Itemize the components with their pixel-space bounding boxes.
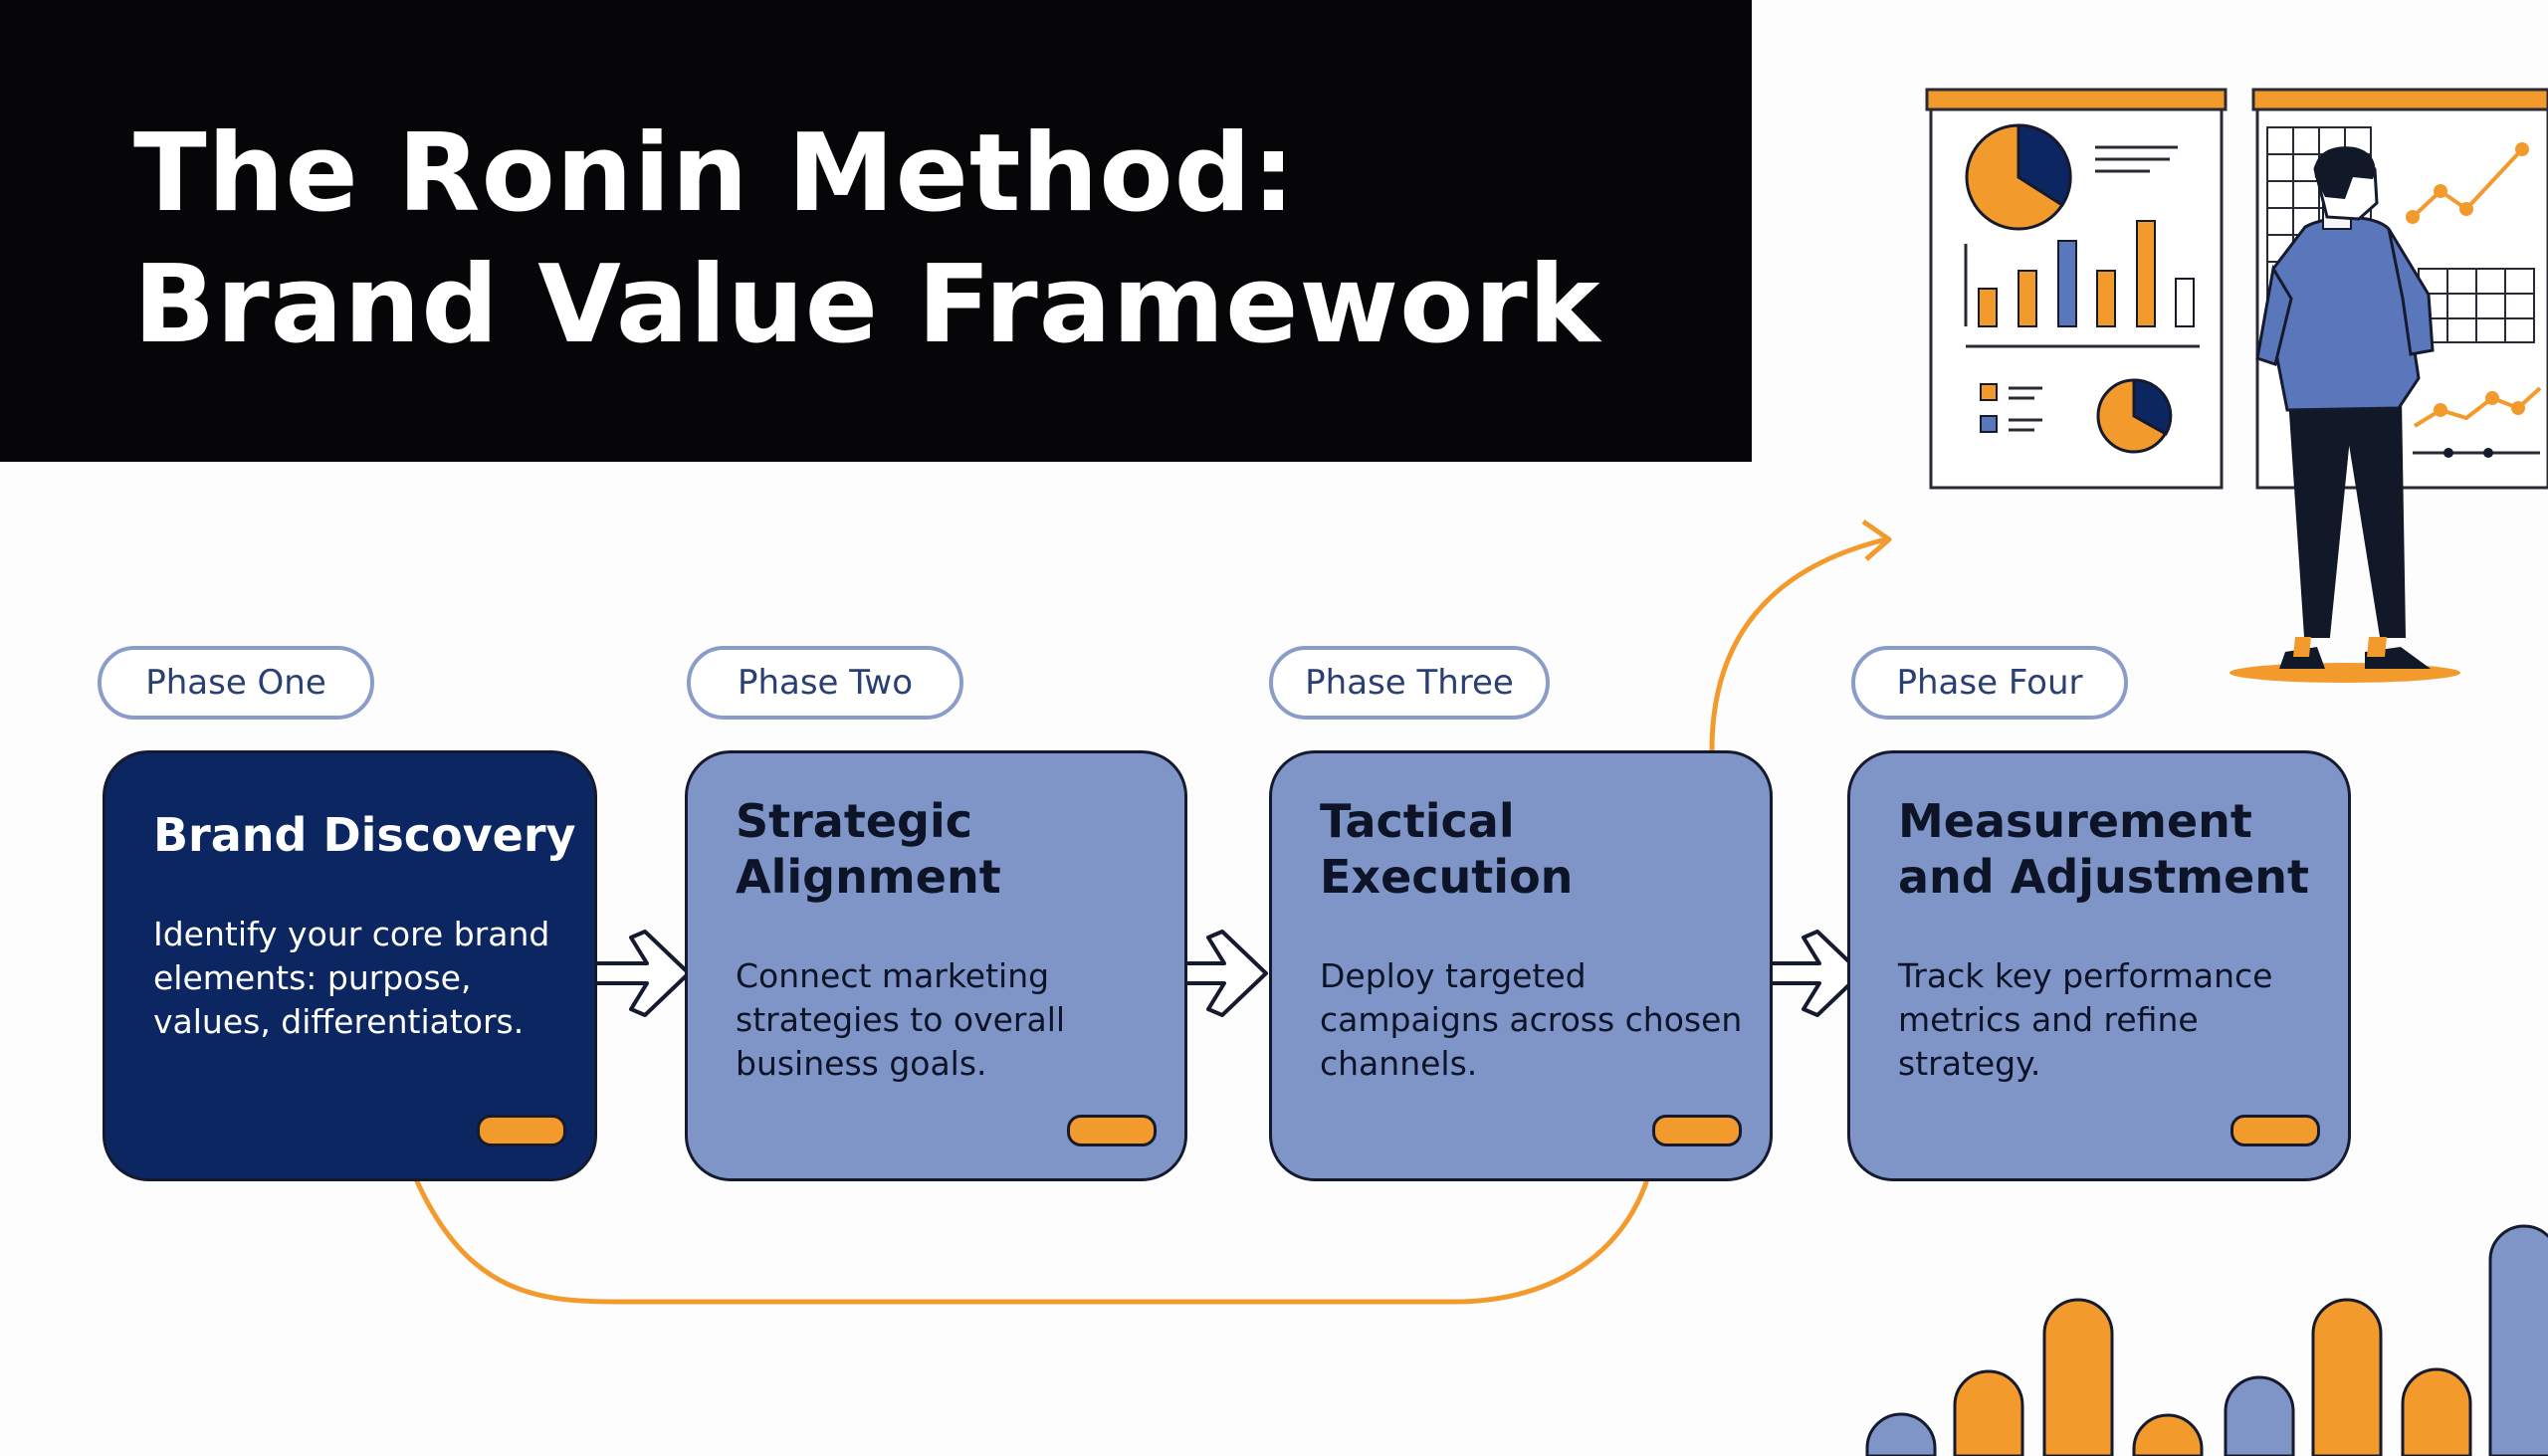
card-description: Identify your core brand elements: purpo… xyxy=(153,915,550,1041)
arrow-right-icon xyxy=(1732,930,1863,1017)
line-chart-icon xyxy=(2406,142,2542,428)
card-tab-accent xyxy=(1652,1115,1742,1146)
arrow-right-icon xyxy=(559,930,691,1017)
card-tab-accent xyxy=(2230,1115,2320,1146)
card-description: Deploy targeted campaigns across chosen … xyxy=(1320,956,1743,1083)
phase-four-pill: Phase Four xyxy=(1851,646,2128,720)
card-title: Strategic Alignment xyxy=(736,794,1001,904)
phase-three-pill: Phase Three xyxy=(1269,646,1550,720)
presentation-board-left xyxy=(1925,88,2228,490)
phase-card-brand-discovery: Brand Discovery Identify your core brand… xyxy=(103,750,597,1181)
title-line-2: Brand Value Framework xyxy=(133,243,1601,367)
phase-card-measurement-adjustment: Measurement and Adjustment Track key per… xyxy=(1847,750,2351,1181)
title-line-1: The Ronin Method: xyxy=(133,111,1297,236)
phase-two-pill: Phase Two xyxy=(687,646,963,720)
phase-one-pill: Phase One xyxy=(98,646,374,720)
title-banner: The Ronin Method: Brand Value Framework xyxy=(0,0,1752,462)
card-title: Brand Discovery xyxy=(153,808,576,862)
pie-chart-icon xyxy=(1965,123,2072,231)
card-tab-accent xyxy=(477,1115,566,1146)
upward-curve xyxy=(1709,536,1887,751)
return-loop-curve xyxy=(413,1177,1650,1305)
small-pie-icon xyxy=(2096,378,2173,454)
phase-card-strategic-alignment: Strategic Alignment Connect marketing st… xyxy=(685,750,1187,1181)
card-title: Measurement and Adjustment xyxy=(1898,794,2310,904)
card-title: Tactical Execution xyxy=(1320,794,1574,904)
decorative-bars xyxy=(1865,1224,2548,1456)
card-description: Connect marketing strategies to overall … xyxy=(736,956,1066,1083)
upward-curve-arrowhead xyxy=(1861,519,1892,561)
card-tab-accent xyxy=(1067,1115,1157,1146)
person-illustration xyxy=(2230,146,2460,683)
bar-chart-icon xyxy=(1964,220,2200,348)
card-description: Track key performance metrics and refine… xyxy=(1898,956,2273,1083)
phase-card-tactical-execution: Tactical Execution Deploy targeted campa… xyxy=(1269,750,1773,1181)
